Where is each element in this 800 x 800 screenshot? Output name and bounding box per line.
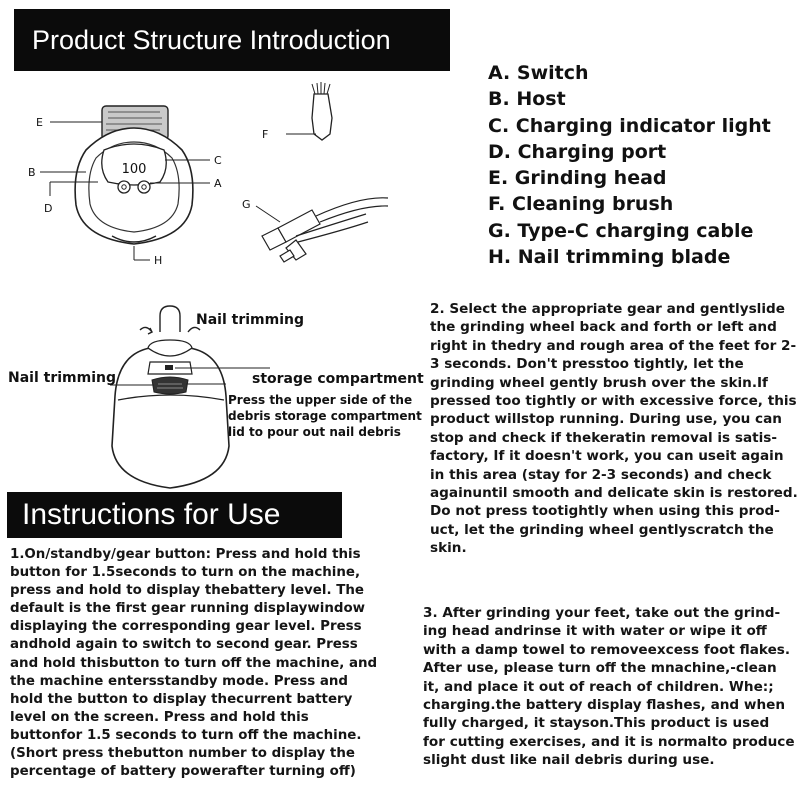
label-a: A bbox=[214, 177, 222, 190]
label-b: B bbox=[28, 166, 36, 179]
finger-graphic bbox=[159, 305, 181, 332]
device-back-graphic bbox=[111, 347, 230, 489]
part-item-f: F. Cleaning brush bbox=[488, 193, 674, 216]
nail-trimming-label-top: Nail trimming bbox=[196, 312, 304, 328]
instruction-step-3: 3. After grinding your feet, take out th… bbox=[423, 605, 795, 769]
label-f: F bbox=[262, 128, 268, 141]
part-item-e: E. Grinding head bbox=[488, 167, 667, 190]
instruction-step-1: 1.On/standby/gear button: Press and hold… bbox=[10, 547, 378, 780]
part-item-h: H. Nail trimming blade bbox=[488, 246, 731, 269]
parts-list: A. Switch B. Host C. Charging indicator … bbox=[488, 60, 771, 270]
device-diagram: 100 E B D C A H F bbox=[28, 82, 389, 267]
part-item-b: B. Host bbox=[488, 88, 566, 111]
instruction-step-2: 2. Select the appropriate gear and gentl… bbox=[430, 301, 798, 557]
storage-note-line-3: lid to pour out nail debris bbox=[228, 425, 401, 439]
instructions-heading: Instructions for Use bbox=[7, 492, 342, 538]
part-item-c: C. Charging indicator light bbox=[488, 114, 771, 137]
storage-note-line-1: Press the upper side of the bbox=[228, 393, 412, 407]
structure-heading: Product Structure Introduction bbox=[14, 9, 450, 71]
label-e: E bbox=[36, 116, 43, 129]
part-item-d: D. Charging port bbox=[488, 140, 667, 163]
power-button-graphic bbox=[117, 180, 131, 194]
label-c: C bbox=[214, 154, 222, 167]
label-d: D bbox=[44, 202, 52, 215]
display-readout: 100 bbox=[122, 162, 147, 177]
label-g: G bbox=[242, 198, 251, 211]
nail-trim-diagram: Nail trimming Nail trimming storage comp… bbox=[8, 305, 424, 489]
nail-trimming-label-left: Nail trimming bbox=[8, 370, 116, 386]
storage-note-line-2: debris storage compartment bbox=[228, 409, 422, 423]
cleaning-brush-graphic bbox=[286, 82, 333, 141]
storage-compartment-label: storage compartment bbox=[252, 371, 424, 387]
part-item-g: G. Type-C charging cable bbox=[488, 219, 754, 242]
usb-cable-graphic bbox=[261, 197, 389, 263]
label-h: H bbox=[154, 254, 162, 267]
part-item-a: A. Switch bbox=[488, 62, 589, 84]
